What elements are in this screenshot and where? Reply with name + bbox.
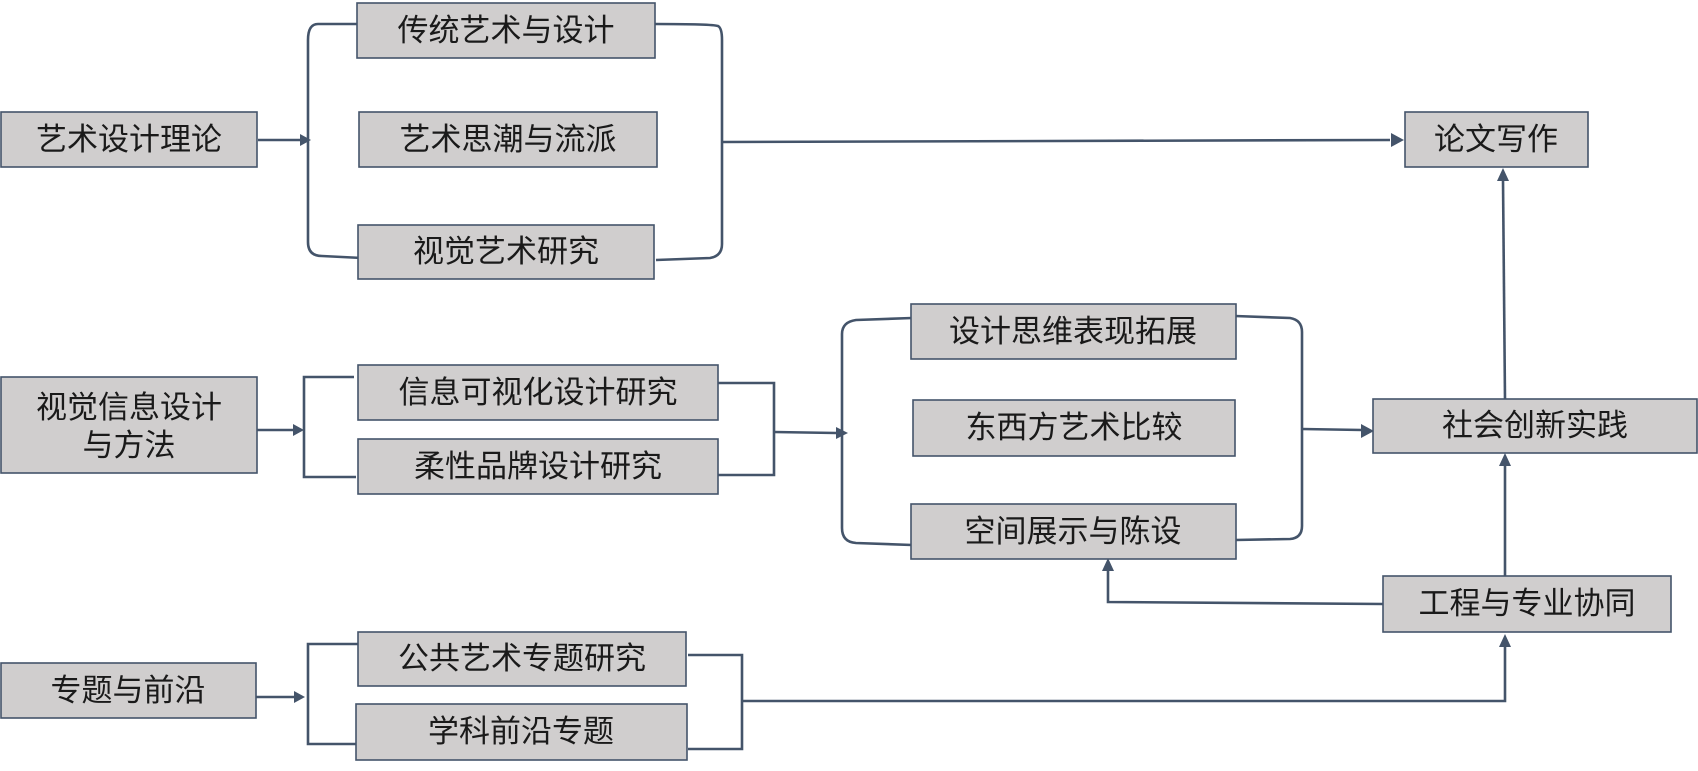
node-label: 论文写作 bbox=[1434, 122, 1558, 158]
node-social-innovation-practice: 社会创新实践 bbox=[1372, 398, 1698, 454]
node-label: 视觉信息设计 bbox=[36, 390, 222, 426]
bracket-right-visual bbox=[718, 381, 776, 477]
node-label: 专题与前沿 bbox=[51, 673, 206, 709]
arrowhead bbox=[300, 134, 311, 146]
node-flexible-brand-research: 柔性品牌设计研究 bbox=[357, 438, 719, 495]
arrowhead bbox=[294, 691, 305, 703]
arrowhead bbox=[1499, 453, 1511, 466]
node-design-thinking-expression: 设计思维表现拓展 bbox=[910, 303, 1237, 360]
node-label: 与方法 bbox=[83, 428, 176, 464]
node-east-west-art-comparison: 东西方艺术比较 bbox=[912, 399, 1236, 457]
arrowhead bbox=[293, 424, 304, 436]
node-label: 学科前沿专题 bbox=[428, 714, 614, 750]
arrowhead bbox=[1497, 168, 1509, 181]
node-visual-art-research: 视觉艺术研究 bbox=[357, 224, 655, 280]
connector-visual-to-thinking bbox=[773, 430, 837, 435]
node-thesis-writing: 论文写作 bbox=[1404, 111, 1589, 168]
bracket-left-topics bbox=[306, 642, 362, 746]
node-label: 社会创新实践 bbox=[1442, 408, 1628, 444]
node-label: 东西方艺术比较 bbox=[966, 410, 1183, 446]
node-info-visualization-research: 信息可视化设计研究 bbox=[357, 364, 719, 421]
node-label: 艺术设计理论 bbox=[36, 122, 222, 158]
node-traditional-art-design: 传统艺术与设计 bbox=[356, 2, 656, 59]
node-label: 公共艺术专题研究 bbox=[398, 641, 646, 677]
arrowhead bbox=[1391, 133, 1404, 147]
node-public-art-research: 公共艺术专题研究 bbox=[357, 631, 687, 687]
connector-theory-to-thesis bbox=[721, 138, 1391, 144]
connector-engineering-to-space bbox=[1106, 570, 1384, 606]
node-topics-frontiers: 专题与前沿 bbox=[0, 662, 257, 719]
node-label: 空间展示与陈设 bbox=[965, 514, 1182, 550]
node-label: 柔性品牌设计研究 bbox=[414, 449, 662, 485]
node-label: 信息可视化设计研究 bbox=[399, 375, 678, 411]
bracket-right-topics bbox=[688, 653, 744, 751]
node-engineering-collaboration: 工程与专业协同 bbox=[1382, 575, 1672, 633]
bracket-left-thinking bbox=[840, 316, 913, 547]
bracket-right-thinking bbox=[1234, 314, 1304, 542]
node-visual-info-design: 视觉信息设计 与方法 bbox=[0, 376, 258, 474]
node-label: 传统艺术与设计 bbox=[398, 13, 615, 49]
node-label: 工程与专业协同 bbox=[1419, 586, 1636, 622]
node-label: 设计思维表现拓展 bbox=[949, 314, 1197, 350]
bracket-left-visual bbox=[302, 375, 356, 479]
bracket-right-theory bbox=[654, 22, 724, 262]
arrowhead bbox=[1361, 424, 1374, 438]
connector-thinking-to-social bbox=[1301, 427, 1363, 432]
arrowhead bbox=[1102, 558, 1114, 571]
node-art-design-theory: 艺术设计理论 bbox=[0, 111, 258, 168]
node-label: 艺术思潮与流派 bbox=[400, 122, 617, 158]
connector-social-to-thesis bbox=[1501, 179, 1507, 401]
bracket-left-theory bbox=[306, 22, 363, 260]
connector-topics-to-engineering bbox=[742, 646, 1507, 703]
arrowhead bbox=[1499, 634, 1511, 647]
connectors bbox=[255, 22, 1511, 751]
node-art-trends-schools: 艺术思潮与流派 bbox=[358, 111, 658, 168]
node-discipline-frontier-topics: 学科前沿专题 bbox=[355, 703, 688, 761]
node-space-exhibition-display: 空间展示与陈设 bbox=[910, 503, 1237, 560]
node-label: 视觉艺术研究 bbox=[413, 234, 599, 270]
